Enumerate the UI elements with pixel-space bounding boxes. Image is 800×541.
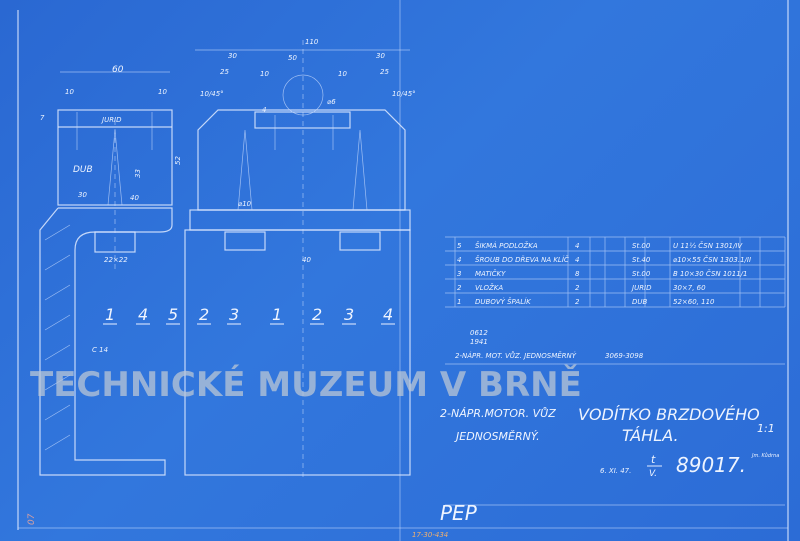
note-year: 1941 xyxy=(470,338,488,346)
dimension-nut: 22×22 xyxy=(104,256,128,264)
part-callout: 5 xyxy=(168,305,178,324)
archive-number: 17-30-434 xyxy=(412,531,448,539)
company-mark: PEP xyxy=(440,501,478,525)
dimension-33: 33 xyxy=(134,169,142,178)
part-callout: 4 xyxy=(138,305,148,324)
parts-table-name: VLOŽKA xyxy=(475,283,503,292)
parts-table-qty: 4 xyxy=(575,256,579,264)
part-callout: 2 xyxy=(199,305,209,324)
parts-table-qty: 8 xyxy=(575,270,580,278)
vehicle-type: 2-NÁPR.MOTOR. VŮZ xyxy=(440,407,556,420)
dimension-diameter: ⌀10 xyxy=(238,200,252,208)
museum-watermark: TECHNICKÉ MUZEUM V BRNĚ xyxy=(30,364,582,405)
dimension-50: 50 xyxy=(288,54,297,62)
dimension-4: 4 xyxy=(262,106,266,114)
vehicle-type: JEDNOSMĚRNÝ. xyxy=(454,430,540,443)
type-mark: V. xyxy=(649,469,657,479)
parts-table-no: 1 xyxy=(457,298,461,306)
dimension-40: 40 xyxy=(302,256,311,264)
parts-table-name: ŠIKMÁ PODLOŽKA xyxy=(475,241,538,250)
dimension-52: 52 xyxy=(174,156,182,165)
dimension-30: 30 xyxy=(78,191,87,199)
part-callout: 1 xyxy=(105,305,115,324)
scale: 1:1 xyxy=(757,422,775,435)
parts-table-material: JURID xyxy=(630,284,652,292)
part-callout: 2 xyxy=(312,305,322,324)
drawing-title: VODÍTKO BRZDOVÉHO xyxy=(578,405,760,424)
parts-table-spec: B 10×30 ČSN 1011/1 xyxy=(673,269,747,278)
parts-table-material: St.00 xyxy=(632,242,651,250)
note-code: 0612 xyxy=(470,329,488,337)
dimension-diameter: ⌀6 xyxy=(327,98,336,106)
parts-table-qty: 4 xyxy=(575,242,579,250)
margin-mark: 07 xyxy=(27,513,37,525)
parts-table-no: 2 xyxy=(457,284,462,292)
parts-table-material: St.40 xyxy=(632,256,651,264)
dimension-110: 110 xyxy=(305,38,319,46)
dimension-7: 7 xyxy=(40,114,45,122)
parts-table-qty: 2 xyxy=(575,284,580,292)
note-number-range: 3069-3098 xyxy=(605,352,644,360)
part-callouts: 1 4 5 2 3 1 2 3 4 xyxy=(103,305,395,325)
profile-label: C 14 xyxy=(92,346,108,354)
dimension-30: 30 xyxy=(228,52,237,60)
part-callout: 3 xyxy=(229,305,239,324)
parts-table-no: 3 xyxy=(457,270,461,278)
part-callout: 1 xyxy=(272,305,282,324)
parts-table-name: MATIČKY xyxy=(475,269,506,278)
dimension-30: 30 xyxy=(376,52,385,60)
dimension-25: 25 xyxy=(220,68,229,76)
date: 6. XI. 47. xyxy=(600,467,631,475)
dimension-10: 10 xyxy=(338,70,347,78)
front-view xyxy=(60,40,411,480)
dimension-25: 25 xyxy=(380,68,389,76)
parts-table-no: 4 xyxy=(457,256,461,264)
part-callout: 4 xyxy=(383,305,393,324)
dimension-10: 10 xyxy=(65,88,74,96)
signature: Jm. Kůdrna xyxy=(751,452,779,459)
dimension-60: 60 xyxy=(112,65,124,75)
parts-table-no: 5 xyxy=(457,242,462,250)
parts-table-spec: ⌀10×55 ČSN 1303.1/II xyxy=(673,255,751,264)
parts-table-material: DUB xyxy=(632,298,648,306)
part-callout: 3 xyxy=(344,305,354,324)
parts-table-spec: 30×7, 60 xyxy=(673,284,706,292)
parts-table-spec: U 11½ ČSN 1301/IV xyxy=(673,241,743,250)
parts-table-name: ŠROUB DO DŘEVA NA KLÍČ xyxy=(475,255,569,264)
dimension-10: 10 xyxy=(158,88,167,96)
material-label: JURID xyxy=(100,116,122,124)
drawing-number: 89017. xyxy=(676,453,746,477)
type-mark: t xyxy=(651,453,656,466)
side-view xyxy=(39,109,173,476)
parts-table-name: DUBOVÝ ŠPALÍK xyxy=(475,297,532,306)
dimension-10: 10 xyxy=(260,70,269,78)
parts-table-material: St.00 xyxy=(632,270,651,278)
parts-table-spec: 52×60, 110 xyxy=(673,298,715,306)
material-label: DUB xyxy=(73,165,93,175)
dimension-40: 40 xyxy=(130,194,139,202)
dimension-chamfer: 10/45° xyxy=(200,90,224,98)
note-vehicle: 2-NÁPR. MOT. VŮZ. JEDNOSMĚRNÝ xyxy=(455,351,577,360)
drawing-title: TÁHLA. xyxy=(622,426,679,445)
dimension-chamfer: 10/45° xyxy=(392,90,416,98)
parts-table-qty: 2 xyxy=(575,298,580,306)
parts-table xyxy=(445,236,786,308)
